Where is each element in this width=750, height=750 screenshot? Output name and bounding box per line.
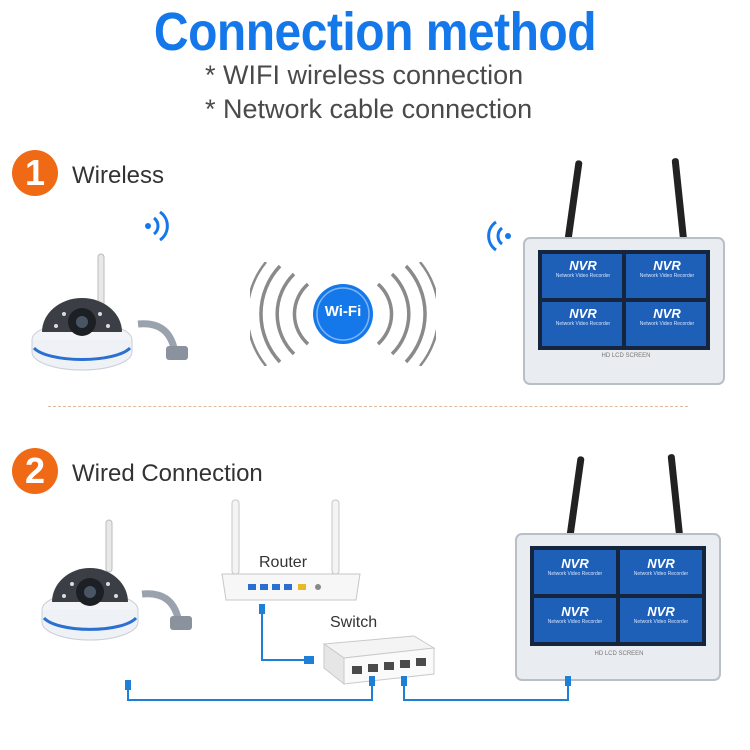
nvr2-tile-4: NVR Network Video Recorder <box>633 604 689 625</box>
bullet-cable: * Network cable connection <box>205 94 533 124</box>
nvr-monitor-wireless <box>523 158 725 385</box>
section-label-wired: Wired Connection <box>72 460 263 487</box>
nvr1-caption: HD LCD SCREEN <box>601 353 651 359</box>
router-label: Router <box>259 554 308 571</box>
nvr2-tile-3: NVR Network Video Recorder <box>547 604 603 625</box>
nvr1-tile-2: NVR Network Video Recorder <box>639 258 695 279</box>
dome-camera-wireless <box>31 253 188 371</box>
wifi-badge-label: Wi-Fi <box>324 303 362 320</box>
router-device <box>221 499 361 601</box>
step-badge-2: 2 <box>12 448 58 494</box>
signal-out-icon <box>145 210 169 242</box>
nvr-monitor-wired <box>515 454 721 681</box>
wifi-waves-icon <box>250 262 436 366</box>
nvr1-tile-4: NVR Network Video Recorder <box>639 306 695 327</box>
bullet-wifi: * WIFI wireless connection <box>205 60 524 90</box>
page-title: Connection method <box>153 3 597 63</box>
nvr1-tile-1: NVR Network Video Recorder <box>555 258 611 279</box>
nvr2-tile-1: NVR Network Video Recorder <box>547 556 603 577</box>
switch-device <box>322 635 436 686</box>
nvr2-caption: HD LCD SCREEN <box>594 651 644 657</box>
nvr2-tile-2: NVR Network Video Recorder <box>633 556 689 577</box>
switch-label: Switch <box>330 614 378 631</box>
section-label-wireless: Wireless <box>72 162 165 189</box>
section-divider <box>48 406 688 407</box>
dome-camera-wired <box>41 519 192 641</box>
nvr1-tile-3: NVR Network Video Recorder <box>555 306 611 327</box>
step-badge-1: 1 <box>12 150 58 196</box>
signal-in-icon <box>487 220 511 252</box>
